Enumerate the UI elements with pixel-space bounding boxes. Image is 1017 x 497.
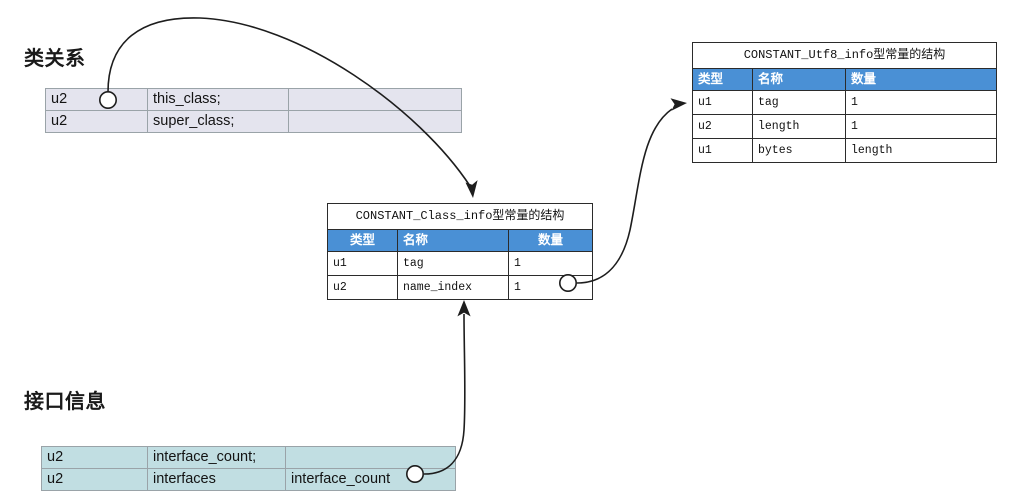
table-row: u2 super_class;	[45, 110, 462, 133]
cell-name: name_index	[397, 275, 509, 300]
cell-type: u2	[692, 114, 753, 139]
table-row: u2 length 1	[692, 114, 997, 139]
header-count: 数量	[845, 68, 997, 91]
section-heading-class-relation: 类关系	[24, 48, 86, 70]
cell-count	[288, 110, 462, 133]
header-name: 名称	[397, 229, 509, 252]
table-row: u1 bytes length	[692, 138, 997, 163]
table-title-row: CONSTANT_Utf8_info型常量的结构	[692, 42, 997, 69]
cell-type: u2	[45, 110, 148, 133]
cell-type: u1	[692, 90, 753, 115]
cell-count: length	[845, 138, 997, 163]
utf8-info-table: CONSTANT_Utf8_info型常量的结构 类型 名称 数量 u1 tag…	[692, 42, 997, 163]
header-type: 类型	[692, 68, 753, 91]
cell-name: this_class;	[147, 88, 289, 111]
cell-count: 1	[845, 114, 997, 139]
arrowhead-icon	[465, 180, 478, 198]
table-title-row: CONSTANT_Class_info型常量的结构	[326, 203, 594, 230]
cell-type: u1	[692, 138, 753, 163]
cell-count: interface_count	[285, 468, 456, 491]
utf8-info-table-title: CONSTANT_Utf8_info型常量的结构	[692, 42, 997, 69]
cell-count: 1	[507, 251, 594, 276]
table-header-row: 类型 名称 数量	[692, 68, 997, 91]
cell-count	[288, 88, 462, 111]
cell-name: bytes	[752, 138, 846, 163]
header-type: 类型	[327, 229, 398, 252]
arrowhead-icon	[670, 98, 687, 111]
cell-name: length	[752, 114, 846, 139]
header-name: 名称	[752, 68, 846, 91]
arrowhead-icon	[457, 300, 471, 317]
cell-name: tag	[397, 251, 509, 276]
cell-count: 1	[507, 275, 594, 300]
table-row: u1 tag 1	[327, 251, 594, 276]
cell-name: interface_count;	[147, 446, 286, 469]
table-header-row: 类型 名称 数量	[327, 229, 594, 252]
cell-count: 1	[845, 90, 997, 115]
cell-type: u2	[327, 275, 398, 300]
cell-name: tag	[752, 90, 846, 115]
table-row: u2 this_class;	[45, 88, 462, 111]
table-row: u2 name_index 1	[327, 275, 594, 300]
section-heading-interface-info: 接口信息	[24, 391, 106, 413]
table-row: u2 interfaces interface_count	[41, 468, 456, 491]
cell-type: u1	[327, 251, 398, 276]
cell-count	[285, 446, 456, 469]
table-row: u1 tag 1	[692, 90, 997, 115]
interface-table: u2 interface_count; u2 interfaces interf…	[41, 446, 456, 491]
class-info-table: CONSTANT_Class_info型常量的结构 类型 名称 数量 u1 ta…	[326, 203, 594, 300]
cell-type: u2	[45, 88, 148, 111]
cell-name: super_class;	[147, 110, 289, 133]
class-relation-table: u2 this_class; u2 super_class;	[45, 88, 462, 133]
class-info-table-title: CONSTANT_Class_info型常量的结构	[326, 203, 594, 230]
cell-type: u2	[41, 468, 148, 491]
header-count: 数量	[507, 229, 594, 252]
cell-name: interfaces	[147, 468, 286, 491]
cell-type: u2	[41, 446, 148, 469]
table-row: u2 interface_count;	[41, 446, 456, 469]
